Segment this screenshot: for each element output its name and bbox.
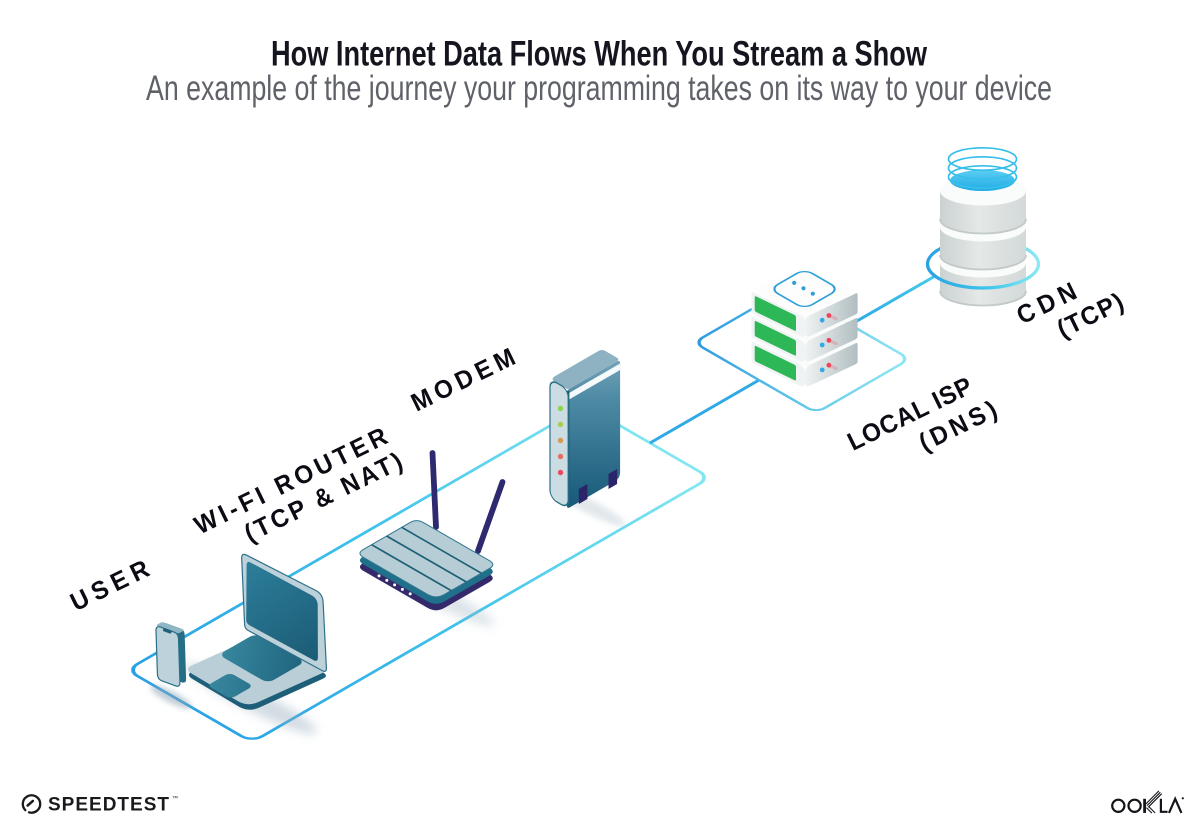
svg-text:™: ™ (172, 795, 178, 802)
svg-text:How Internet Data Flows When Y: How Internet Data Flows When You Stream … (271, 35, 928, 74)
svg-text:SPEEDTEST: SPEEDTEST (48, 795, 170, 816)
svg-text:An example of the journey your: An example of the journey your programmi… (146, 69, 1052, 108)
